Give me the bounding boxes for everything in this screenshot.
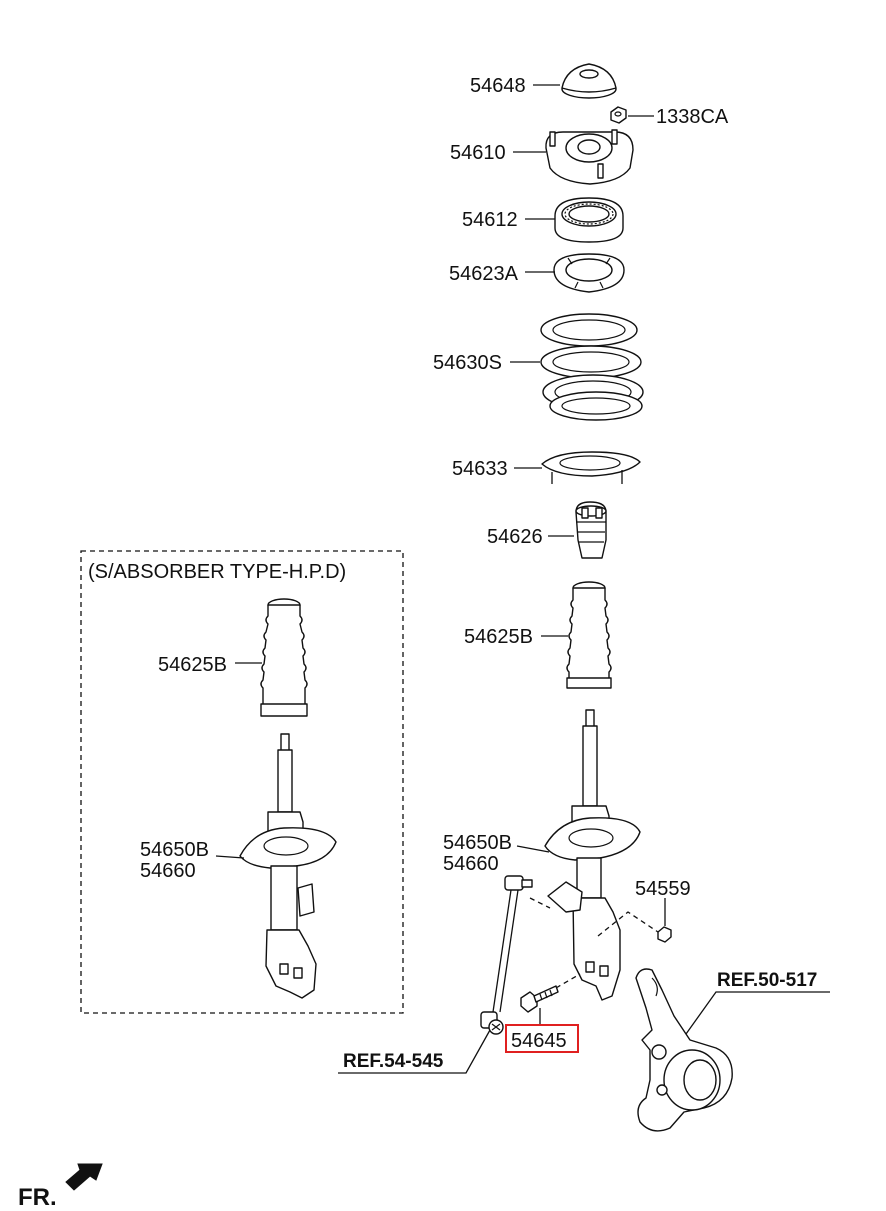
direction-label: FR. — [18, 1184, 57, 1211]
dash-line-link-top — [529, 897, 551, 909]
label-54612: 54612 — [462, 209, 518, 231]
part-54610-mount[interactable] — [545, 129, 634, 185]
highlight-box-54645 — [505, 1024, 579, 1053]
label-54648: 54648 — [470, 75, 526, 97]
variant-box — [80, 550, 404, 1014]
leader-54650b-main — [516, 845, 550, 853]
label-54625b-main: 54625B — [464, 626, 533, 648]
leader-ref-50-517 — [685, 991, 830, 1035]
variant-box-title: (S/ABSORBER TYPE-H.P.D) — [88, 561, 346, 583]
label-54633: 54633 — [452, 458, 508, 480]
part-54626-bumper[interactable] — [575, 501, 607, 559]
label-54660-main: 54660 — [443, 853, 499, 875]
part-54625b-boot-box[interactable] — [260, 598, 308, 717]
label-54623a: 54623A — [449, 263, 519, 285]
part-stabilizer-link[interactable] — [480, 875, 533, 1035]
label-54625b-box: 54625B — [158, 654, 227, 676]
part-knuckle[interactable] — [635, 968, 733, 1132]
part-54623a-pad[interactable] — [553, 253, 625, 293]
leader-ref-54-545 — [338, 1029, 491, 1074]
label-54650b-box: 54650B — [140, 839, 209, 861]
part-54625b-boot-main[interactable] — [566, 581, 612, 689]
label-1338ca: 1338CA — [656, 106, 729, 128]
label-54660-box: 54660 — [140, 860, 196, 882]
part-54650b-strut-box[interactable] — [239, 733, 337, 999]
part-54630s-spring[interactable] — [540, 313, 644, 421]
part-54648-cap[interactable] — [561, 63, 617, 99]
label-54559: 54559 — [635, 878, 691, 900]
dash-line-bolt — [555, 973, 581, 989]
part-54559-nut[interactable] — [657, 926, 672, 943]
part-54650b-strut-main[interactable] — [544, 709, 641, 1001]
label-54645[interactable]: 54645 — [511, 1030, 567, 1052]
ref-50-517[interactable]: REF.50-517 — [717, 970, 817, 991]
dash-line-54559 — [597, 911, 659, 937]
ref-54-545[interactable]: REF.54-545 — [343, 1051, 444, 1072]
leader-54650b-box — [215, 855, 245, 859]
front-arrow-icon — [65, 1163, 103, 1191]
part-54633-lower-seat[interactable] — [541, 451, 641, 484]
label-54650b-main: 54650B — [443, 832, 512, 854]
label-54630s: 54630S — [433, 352, 502, 374]
part-1338ca-nut[interactable] — [610, 106, 627, 124]
label-54626: 54626 — [487, 526, 543, 548]
part-54645-bolt[interactable] — [520, 985, 559, 1013]
label-54610: 54610 — [450, 142, 506, 164]
part-54612-bearing[interactable] — [554, 197, 624, 243]
